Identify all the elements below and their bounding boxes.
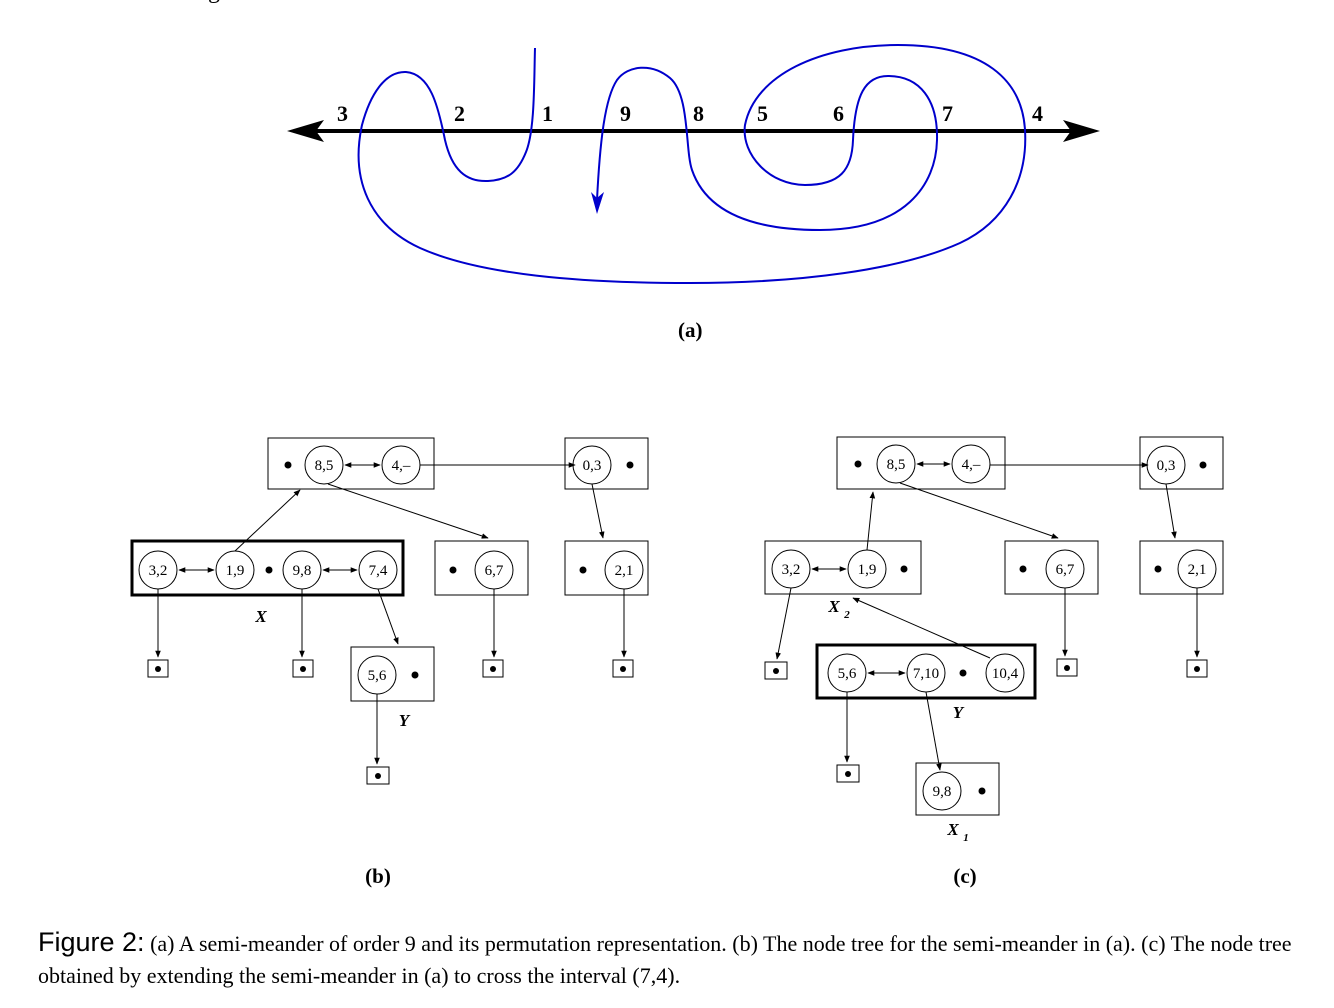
tree-b-box-6-7 bbox=[434, 540, 529, 596]
tree-c-leaf bbox=[1056, 658, 1078, 677]
tree-b-text-5-6: 5,6 bbox=[368, 668, 387, 684]
tree-c-labels: 8,5 4,– 0,3 3,2 1,9 6,7 2,1 5,6 7,10 10,… bbox=[782, 457, 1207, 888]
tree-c-group-x1-box bbox=[915, 762, 1000, 816]
tree-b-text-9-8: 9,8 bbox=[293, 563, 312, 579]
tree-c-text-9-8: 9,8 bbox=[933, 784, 952, 800]
tree-c-leaf bbox=[764, 661, 788, 680]
tree-b-label-x: X bbox=[254, 607, 267, 626]
curve-end-arrowhead bbox=[591, 192, 604, 214]
tree-c-text-0-3: 0,3 bbox=[1157, 458, 1176, 474]
tree-b-leaf bbox=[482, 659, 504, 678]
tree-c-text-8-5: 8,5 bbox=[887, 457, 906, 473]
tree-c-text-7-10: 7,10 bbox=[913, 666, 939, 682]
tree-b-text-6-7: 6,7 bbox=[485, 563, 504, 579]
tree-b-text-7-4: 7,4 bbox=[369, 563, 388, 579]
tree-b-group-y-box bbox=[350, 646, 435, 702]
tree-b-root-box bbox=[267, 437, 435, 490]
meander-label-5: 5 bbox=[757, 101, 768, 126]
tree-c-label-x2-sub: 2 bbox=[843, 609, 850, 621]
tree-c-leaf bbox=[836, 764, 860, 783]
meander-label-8: 8 bbox=[693, 101, 704, 126]
tree-b-text-2-1: 2,1 bbox=[615, 563, 634, 579]
right-arrowhead bbox=[1063, 120, 1100, 142]
tree-b-node-8-5 bbox=[304, 445, 344, 485]
tree-b-labels: 8,5 4,– 0,3 3,2 1,9 9,8 7,4 6,7 2,1 5,6 … bbox=[149, 458, 634, 888]
tree-b-dot bbox=[284, 461, 292, 469]
tree-c-group-y-box bbox=[815, 643, 1037, 700]
tree-c-box-2-1 bbox=[1139, 540, 1224, 595]
tree-b-leaf bbox=[147, 659, 169, 678]
tree-c-label-x1-sub: 1 bbox=[963, 832, 969, 844]
figure-label: Figure 2: bbox=[38, 927, 145, 957]
meander-label-4: 4 bbox=[1032, 101, 1043, 126]
subfigure-c-caption: (c) bbox=[953, 864, 976, 888]
top-text-fragment: g bbox=[208, 0, 220, 5]
tree-b-label-y: Y bbox=[399, 711, 411, 730]
meander-label-2: 2 bbox=[454, 101, 465, 126]
tree-b-box-0-3 bbox=[564, 437, 649, 490]
tree-c-text-10-4: 10,4 bbox=[992, 666, 1019, 682]
tree-c-text-2-1: 2,1 bbox=[1188, 562, 1207, 578]
tree-c-label-y: Y bbox=[953, 703, 965, 722]
tree-c-text-6-7: 6,7 bbox=[1056, 562, 1075, 578]
meander-curve bbox=[357, 43, 1027, 285]
tree-c-root-box bbox=[836, 436, 1006, 490]
left-arrowhead bbox=[287, 120, 324, 142]
tree-c-box-0-3 bbox=[1139, 436, 1224, 490]
meander-label-1: 1 bbox=[542, 101, 553, 126]
tree-c-node-8-5 bbox=[876, 444, 916, 484]
subfigure-a-caption: (a) bbox=[678, 318, 703, 342]
tree-b-group-x-box bbox=[130, 539, 405, 597]
tree-c-text-5-6: 5,6 bbox=[838, 666, 857, 682]
figure-caption-text: (a) A semi-meander of order 9 and its pe… bbox=[38, 931, 1292, 988]
tree-c-label-x2: X bbox=[827, 597, 840, 616]
tree-c-node-10-4 bbox=[985, 653, 1025, 693]
tree-c-text-1-9: 1,9 bbox=[858, 562, 877, 578]
tree-b-leaf bbox=[292, 659, 314, 678]
tree-b-text-4-dash: 4,– bbox=[392, 458, 411, 474]
meander-label-6: 6 bbox=[833, 101, 844, 126]
tree-c-text-4-dash: 4,– bbox=[962, 457, 981, 473]
tree-c-label-x1: X bbox=[946, 820, 959, 839]
tree-c-node-4-dash bbox=[951, 444, 991, 484]
tree-b-text-8-5: 8,5 bbox=[315, 458, 334, 474]
tree-c-text-3-2: 3,2 bbox=[782, 562, 801, 578]
subfigure-b-caption: (b) bbox=[365, 864, 391, 888]
tree-c-leaf bbox=[1186, 659, 1208, 678]
tree-b-text-0-3: 0,3 bbox=[583, 458, 602, 474]
tree-b-text-3-2: 3,2 bbox=[149, 563, 168, 579]
meander-label-9: 9 bbox=[620, 101, 631, 126]
semi-meander-panel: 3 2 1 9 8 5 6 7 4 (a) bbox=[287, 43, 1100, 342]
tree-b-text-1-9: 1,9 bbox=[226, 563, 245, 579]
tree-b-leaf bbox=[366, 766, 390, 785]
tree-c-box-6-7 bbox=[1004, 540, 1099, 595]
node-tree-b bbox=[130, 437, 649, 785]
tree-c-node-9-8 bbox=[922, 771, 962, 811]
node-tree-c bbox=[764, 436, 1224, 816]
meander-label-7: 7 bbox=[942, 101, 953, 126]
tree-c-group-x2-box bbox=[764, 540, 922, 595]
tree-b-box-2-1 bbox=[564, 540, 649, 596]
tree-b-leaf bbox=[612, 659, 634, 678]
figure-caption: Figure 2: (a) A semi-meander of order 9 … bbox=[38, 926, 1308, 992]
meander-label-3: 3 bbox=[337, 101, 348, 126]
